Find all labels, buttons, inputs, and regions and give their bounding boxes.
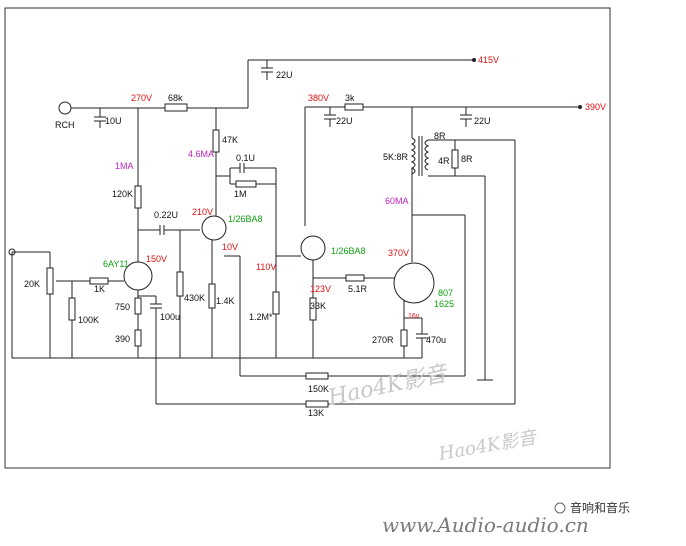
svg-text:60MA: 60MA xyxy=(385,196,409,206)
resistor-120k xyxy=(134,185,142,209)
svg-text:390: 390 xyxy=(115,334,130,344)
resistor-1-2m xyxy=(272,291,280,315)
resistor-150k xyxy=(305,372,329,380)
svg-text:470u: 470u xyxy=(426,335,446,345)
resistor-5-1r xyxy=(345,274,365,282)
supply-rails xyxy=(58,58,582,115)
svg-text:123V: 123V xyxy=(310,284,331,294)
svg-text:100u: 100u xyxy=(160,312,180,322)
resistor-68k xyxy=(164,103,188,112)
svg-text:22U: 22U xyxy=(336,116,353,126)
svg-text:270V: 270V xyxy=(131,93,152,103)
svg-text:1K: 1K xyxy=(94,284,105,294)
svg-text:10V: 10V xyxy=(222,242,238,252)
resistor-430k xyxy=(176,271,184,297)
site-url: www.Audio-audio.cn xyxy=(382,513,589,537)
svg-text:270R: 270R xyxy=(372,335,394,345)
svg-text:1M: 1M xyxy=(234,189,247,199)
svg-text:120K: 120K xyxy=(112,189,133,199)
svg-text:16v: 16v xyxy=(408,313,420,320)
schematic-labels: RCH 10U 270V 68k 22U 415V 380V 3k 390V 2… xyxy=(24,55,606,418)
svg-text:390V: 390V xyxy=(585,102,606,112)
svg-text:4.6MA: 4.6MA xyxy=(188,149,214,159)
svg-text:8R: 8R xyxy=(434,131,446,141)
resistor-100k xyxy=(68,297,76,321)
resistor-390 xyxy=(134,329,142,347)
svg-text:1.2M*: 1.2M* xyxy=(249,312,273,322)
svg-text:22U: 22U xyxy=(276,70,293,80)
svg-text:1.4K: 1.4K xyxy=(216,296,235,306)
resistor-1m xyxy=(235,180,257,188)
svg-text:3k: 3k xyxy=(345,93,355,103)
svg-text:5.1R: 5.1R xyxy=(348,284,368,294)
input-stage xyxy=(8,108,305,359)
filter-capacitors xyxy=(94,60,472,128)
output-stage xyxy=(305,107,493,381)
wechat-icon xyxy=(554,502,566,514)
tube-807 xyxy=(393,262,435,304)
svg-text:8R: 8R xyxy=(461,154,473,164)
svg-text:33K: 33K xyxy=(310,301,326,311)
svg-text:0.1U: 0.1U xyxy=(236,153,255,163)
svg-text:1625: 1625 xyxy=(434,299,454,309)
coupling-cap-0-22u xyxy=(148,225,200,358)
input-label: RCH xyxy=(55,120,75,130)
svg-text:1/26BA8: 1/26BA8 xyxy=(228,214,263,224)
svg-text:415V: 415V xyxy=(478,55,499,65)
tube-6ba8-b xyxy=(300,235,326,261)
feedback-network xyxy=(155,139,516,408)
resistor-270r xyxy=(400,329,408,347)
svg-text:5K:8R: 5K:8R xyxy=(383,152,409,162)
svg-text:13K: 13K xyxy=(308,408,324,418)
svg-text:150V: 150V xyxy=(146,254,167,264)
resistor-3k xyxy=(344,103,364,111)
svg-text:100K: 100K xyxy=(78,315,99,325)
footer: 音响和音乐 www.Audio-audio.cn xyxy=(382,500,630,537)
svg-text:1MA: 1MA xyxy=(115,161,134,171)
svg-text:150K: 150K xyxy=(308,384,329,394)
input-terminal xyxy=(58,101,72,115)
svg-text:0.22U: 0.22U xyxy=(154,210,178,220)
transformer-secondary xyxy=(424,139,430,171)
svg-text:6AY11: 6AY11 xyxy=(103,259,129,269)
svg-text:1/26BA8: 1/26BA8 xyxy=(331,246,366,256)
potentiometer-20k xyxy=(46,267,54,295)
svg-text:370V: 370V xyxy=(388,248,409,258)
load-8r xyxy=(451,149,459,169)
svg-text:750: 750 xyxy=(115,302,130,312)
svg-text:10U: 10U xyxy=(105,116,122,126)
svg-text:20K: 20K xyxy=(24,279,40,289)
wechat-account: 音响和音乐 xyxy=(570,500,630,515)
svg-text:380V: 380V xyxy=(308,93,329,103)
driver-stage-a xyxy=(201,108,280,376)
svg-text:110V: 110V xyxy=(256,262,276,272)
resistor-1-4k xyxy=(208,283,216,309)
svg-text:68k: 68k xyxy=(168,93,183,103)
svg-text:22U: 22U xyxy=(474,116,491,126)
tube-6ba8-a xyxy=(201,215,227,241)
svg-text:807: 807 xyxy=(438,288,453,298)
svg-text:210V: 210V xyxy=(192,207,213,217)
svg-text:4R: 4R xyxy=(438,156,450,166)
driver-stage-b xyxy=(276,107,396,358)
resistor-13k xyxy=(305,400,329,408)
svg-text:47K: 47K xyxy=(222,135,238,145)
resistor-750 xyxy=(134,297,142,315)
svg-text:430K: 430K xyxy=(184,293,205,303)
